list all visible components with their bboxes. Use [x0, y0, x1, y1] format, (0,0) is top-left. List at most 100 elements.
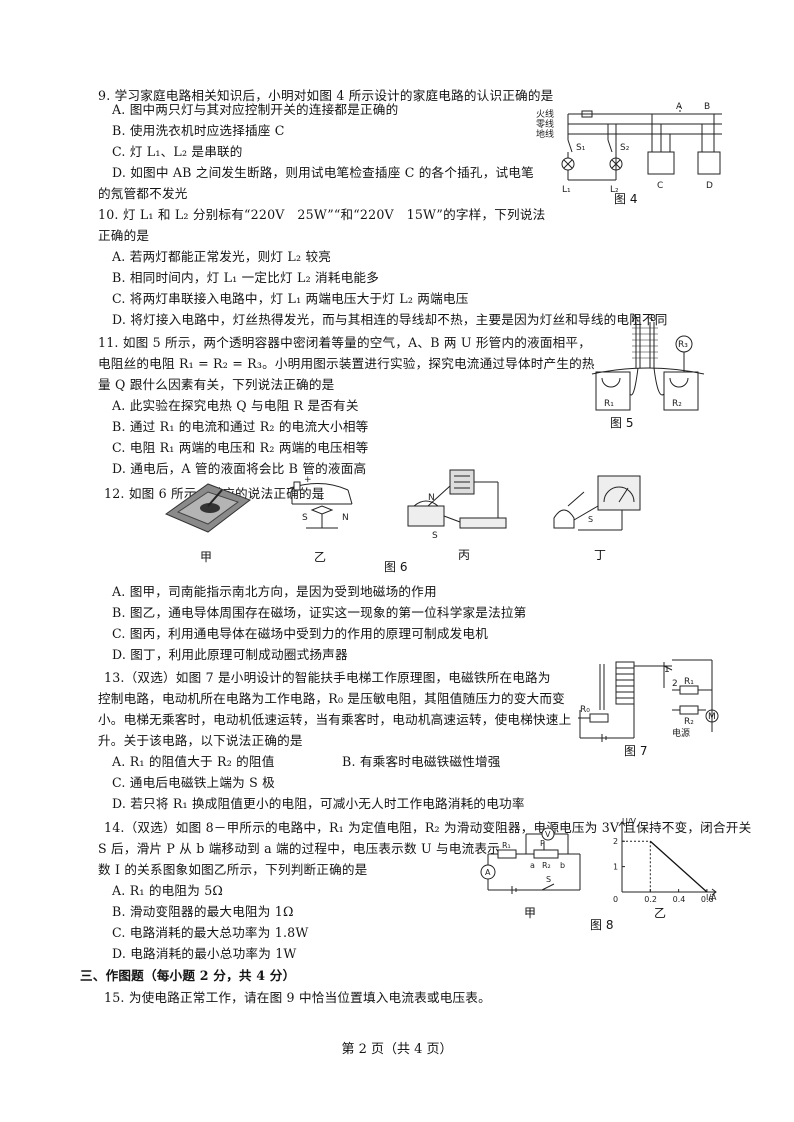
fig8-origin-label: 0: [613, 895, 618, 904]
figure-6-panel-yi-oersted: + I S N: [289, 475, 353, 529]
fig8-panel-label: 甲: [524, 906, 537, 920]
q9-option-a: A. 图中两只灯与其对应控制开关的连接都是正确的: [112, 102, 399, 117]
figure-5-caption: 图 5: [610, 416, 634, 430]
fig8-circuit-label: V: [545, 830, 551, 839]
q14-option-d: D. 电路消耗的最小总功率为 1W: [112, 946, 297, 961]
fig4-wire-label: 零线: [536, 118, 554, 130]
fig6-yi-label: +: [304, 475, 312, 485]
x-tick-label: 0.4: [673, 895, 686, 904]
q10-stem: 10. 灯 L₁ 和 L₂ 分别标有“220V 25W”“和“220V 15W”…: [98, 207, 546, 222]
q13-option-a: A. R₁ 的阻值大于 R₂ 的阻值: [112, 754, 275, 769]
q15-stem: 15. 为使电路正常工作，请在图 9 中恰当位置填入电流表或电压表。: [104, 990, 491, 1005]
q11-option-c: C. 电阻 R₁ 两端的电压和 R₂ 两端的电压相等: [112, 440, 369, 455]
fig4-component-label: L₁: [562, 185, 571, 195]
fig6-panel-label: 乙: [314, 550, 327, 564]
fig7-resistor-label: R₂: [684, 717, 694, 727]
data-line: [649, 840, 708, 893]
figure-6-caption: 图 6: [384, 560, 408, 574]
q12-option-a: A. 图甲，司南能指示南北方向，是因为受到地磁场的作用: [112, 584, 437, 599]
fig7-resistor-label: R₁: [684, 677, 694, 687]
q14-option-b: B. 滑动变阻器的最大电阻为 1Ω: [112, 904, 294, 919]
q11-stem: 11. 如图 5 所示，两个透明容器中密闭着等量的空气，A、B 两 U 形管内的…: [98, 335, 592, 350]
figure-4-caption: 图 4: [614, 192, 638, 206]
fig6-bing-label: N: [428, 493, 435, 503]
fig8-x-axis-label: I/A: [706, 893, 717, 902]
y-tick-label: 2: [613, 837, 618, 846]
fig6-yi-label: N: [342, 513, 349, 523]
svg-text:S: S: [588, 515, 593, 524]
fig5-resistor-label: R₁: [604, 399, 614, 409]
fig8-circuit-label: R₂: [542, 861, 551, 870]
q9-option-d: D. 如图中 AB 之间发生断路，则用试电笔检查插座 C 的各个插孔，试电笔: [112, 165, 534, 180]
figure-8-caption: 图 8: [590, 918, 614, 932]
q9-option-d-cont: 的氖管都不发光: [98, 186, 188, 201]
fig5-tube-label: B: [650, 314, 656, 324]
fig8-circuit-label: A: [485, 868, 491, 877]
fig4-node-label: B: [704, 102, 710, 112]
q11-option-b: B. 通过 R₁ 的电流和通过 R₂ 的电流大小相等: [112, 419, 369, 434]
q10-option-d: D. 将灯接入电路中，灯丝热得发光，而与其相连的导线却不热，主要是因为灯丝和导线…: [112, 312, 668, 327]
figure-7-elevator-circuit: 1 2 R₁ R₂ R₀ M 电源: [578, 659, 719, 742]
q14-stem-cont2: 数 I 的关系图象如图乙所示，下列判断正确的是: [98, 862, 368, 877]
figure-8-jia-circuit: V A P R₁ a R₂ b S: [480, 827, 581, 894]
q12-option-b: B. 图乙，通电导体周围存在磁场，证实这一现象的第一位科学家是法拉第: [112, 605, 527, 620]
page-footer: 第 2 页（共 4 页）: [341, 1042, 453, 1057]
fig8-circuit-label: b: [560, 861, 565, 870]
q11-stem-cont2: 量 Q 跟什么因素有关，下列说法正确的是: [98, 377, 335, 392]
q10-option-a: A. 若两灯都能正常发光，则灯 L₂ 较亮: [112, 249, 332, 264]
figure-5-joule-heating-apparatus: A B R₁ R₂ R₃: [591, 314, 705, 411]
figure-4-household-circuit: 火线 零线 地线 A B S₁ S₂ L₁ L₂ C D: [536, 102, 722, 195]
fig4-switch-label: S₂: [620, 143, 630, 153]
fig4-node-label: A: [676, 102, 683, 112]
figure-6-panel-jia-sinan: [164, 483, 252, 533]
q14-option-a: A. R₁ 的电阻为 5Ω: [112, 883, 224, 898]
fig8-y-axis-label: U/V: [622, 817, 637, 826]
fig7-contact-label: 2: [672, 679, 678, 689]
fig8-panel-label: 乙: [654, 906, 667, 920]
fig6-yi-label: I: [320, 493, 323, 503]
fig4-component-label: D: [706, 181, 713, 191]
fig6-bing-label: S: [432, 531, 438, 541]
fig8-circuit-label: S: [546, 875, 551, 884]
q13-stem-cont2: 小。电梯无乘客时，电动机低速运转，当有乘客时，电动机高速运转，使电梯快速上: [98, 712, 572, 727]
fig5-resistor-label: R₃: [678, 340, 688, 350]
q13-option-c: C. 通电后电磁铁上端为 S 极: [112, 775, 275, 790]
q9-stem: 9. 学习家庭电路相关知识后，小明对如图 4 所示设计的家庭电路的认识正确的是: [98, 88, 554, 103]
q11-option-d: D. 通电后，A 管的液面将会比 B 管的液面高: [112, 461, 367, 476]
q9-option-b: B. 使用洗衣机时应选择插座 C: [112, 123, 285, 138]
section-3-heading: 三、作图题（每小题 2 分，共 4 分）: [80, 968, 296, 983]
q13-stem: 13.（双选）如图 7 是小明设计的智能扶手电梯工作原理图，电磁铁所在电路为: [104, 670, 551, 685]
q13-option-b: B. 有乘客时电磁铁磁性增强: [342, 754, 501, 769]
q12-option-d: D. 图丁，利用此原理可制成动圈式扬声器: [112, 647, 348, 662]
q11-stem-cont1: 电阻丝的电阻 R₁ = R₂ = R₃。小明用图示装置进行实验，探究电流通过导体…: [98, 356, 595, 371]
x-tick-label: 0.6: [701, 895, 714, 904]
figure-6-panel-ding-generator: S: [553, 475, 641, 531]
fig6-panel-label: 丁: [594, 548, 607, 562]
fig7-contact-label: 1: [664, 665, 670, 675]
fig8-circuit-label: a: [530, 861, 535, 870]
q9-option-c: C. 灯 L₁、L₂ 是串联的: [112, 144, 243, 159]
q14-stem: 14.（双选）如图 8－甲所示的电路中，R₁ 为定值电阻，R₂ 为滑动变阻器，电…: [104, 820, 752, 835]
fig8-circuit-label: R₁: [502, 841, 511, 850]
q12-option-c: C. 图丙，利用通电导体在磁场中受到力的作用的原理可制成发电机: [112, 626, 489, 641]
fig6-yi-label: S: [302, 513, 308, 523]
q10-option-c: C. 将两灯串联接入电路中，灯 L₁ 两端电压大于灯 L₂ 两端电压: [112, 291, 469, 306]
y-tick-label: 1: [613, 863, 618, 872]
fig5-tube-label: A: [632, 314, 639, 324]
fig4-wire-label: 地线: [536, 128, 554, 140]
fig6-panel-label: 丙: [458, 548, 471, 562]
fig4-component-label: L₂: [610, 185, 619, 195]
fig6-panel-label: 甲: [200, 550, 213, 564]
x-tick-label: 0.2: [644, 895, 657, 904]
fig5-resistor-label: R₂: [672, 399, 682, 409]
q14-stem-cont1: S 后，滑片 P 从 b 端移动到 a 端的过程中，电压表示数 U 与电流表示: [98, 841, 500, 856]
fig4-wire-label: 火线: [536, 108, 554, 120]
q13-stem-cont3: 升。关于该电路，以下说法正确的是: [98, 733, 303, 748]
fig4-switch-label: S₁: [576, 143, 586, 153]
q10-option-b: B. 相同时间内，灯 L₁ 一定比灯 L₂ 消耗电能多: [112, 270, 379, 285]
fig4-component-label: C: [657, 181, 663, 191]
q10-stem-cont: 正确的是: [98, 228, 150, 243]
fig7-resistor-label: R₀: [580, 705, 590, 715]
figure-7-caption: 图 7: [624, 744, 648, 758]
fig8-circuit-label: P: [540, 839, 545, 848]
